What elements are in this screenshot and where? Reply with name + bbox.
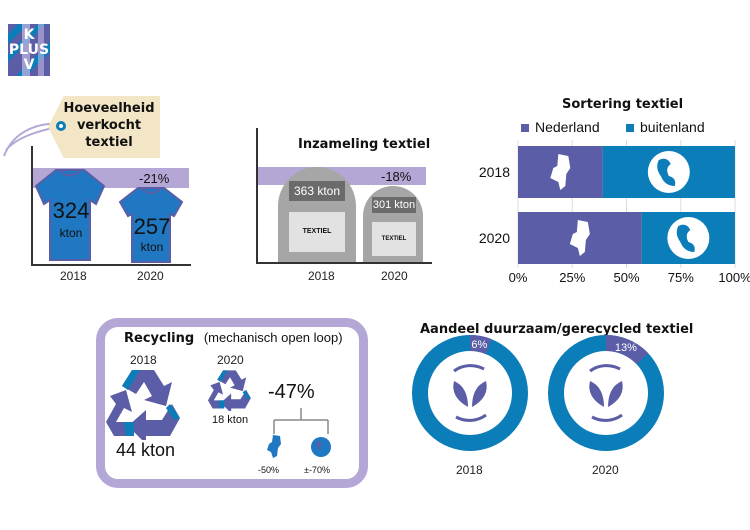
recycling-2018-value: 44 kton: [116, 440, 176, 460]
sorting-chart: 0% 25% 50% 75% 100% 2018 2020: [479, 140, 750, 285]
share-year-2020: 2020: [592, 463, 619, 477]
logo-plus: PLUS: [8, 42, 50, 58]
price-tag: [48, 96, 160, 158]
legend-label-buitenland: buitenland: [640, 119, 705, 135]
netherlands-map-icon: [550, 154, 571, 190]
globe-icon: [311, 437, 331, 457]
kplusv-logo: K PLUS V: [8, 24, 50, 76]
x-tick-label: 75%: [668, 270, 694, 285]
recycling-title: Recycling: [124, 331, 195, 346]
globe-continent-shape: [657, 158, 676, 186]
sold-title-line1: Hoeveelheid: [63, 101, 155, 116]
sold-x-axis: [31, 264, 191, 266]
legend-buitenland: buitenland: [626, 119, 705, 135]
recycling-subtitle: (mechanisch open loop): [203, 330, 343, 345]
donut-label-2018: 6%: [471, 339, 487, 351]
sold-title-line2: verkocht: [76, 118, 142, 133]
sold-2020-value: 257: [133, 214, 171, 239]
tag-hole-icon: [56, 121, 66, 131]
sold-2018-unit: kton: [59, 226, 83, 240]
sold-2020-unit: kton: [140, 240, 164, 254]
recycling-year-2020: 2020: [217, 353, 244, 367]
sold-year-2020: 2020: [137, 269, 164, 283]
globe-icon: [647, 151, 690, 193]
logo-v: V: [23, 57, 35, 73]
sold-change: -21%: [139, 171, 170, 186]
bin-2020-label: TEXTIEL: [372, 222, 416, 256]
cycle-arrow-icon: [589, 364, 621, 373]
sold-title-line3: textiel: [85, 135, 133, 150]
netherlands-icon: [267, 435, 281, 458]
sorting-title: Sortering textiel: [562, 97, 684, 112]
bin-2018-label: TEXTIEL: [289, 212, 345, 252]
share-year-2018: 2018: [456, 463, 483, 477]
globe-continent-shape: [676, 224, 695, 252]
recycling-change: -47%: [268, 381, 315, 403]
donut-share-2018: [469, 335, 492, 355]
collection-year-2018: 2018: [308, 269, 335, 283]
cycle-arrow-icon: [591, 413, 623, 422]
y-category-label: 2018: [479, 164, 510, 180]
legend-nederland: Nederland: [521, 119, 600, 135]
collection-x-axis: [256, 262, 432, 264]
sold-year-2018: 2018: [60, 269, 87, 283]
share-title: Aandeel duurzaam/gerecycled textiel: [420, 322, 694, 337]
recycling-year-2018: 2018: [130, 353, 157, 367]
breakdown-world: ±-70%: [304, 465, 330, 475]
leaf-icon: [589, 381, 623, 407]
collection-change: -18%: [381, 169, 412, 184]
tshirt-2018-icon: [34, 169, 106, 261]
collection-title: Inzameling textiel: [298, 137, 431, 152]
donut-label-2020: 13%: [615, 342, 637, 354]
donut-share-2020: [605, 335, 649, 365]
sold-2018-value: 324: [52, 198, 90, 223]
legend-label-nederland: Nederland: [535, 119, 600, 135]
cycle-arrow-icon: [455, 413, 487, 422]
globe-icon: [667, 217, 710, 259]
donut-remainder-2018: [412, 335, 528, 451]
recycle-2018-icon: [106, 370, 180, 440]
legend-swatch-buitenland: [626, 124, 634, 132]
y-category-label: 2020: [479, 230, 510, 246]
collection-y-axis: [256, 128, 258, 264]
recycle-2020-icon: [208, 370, 251, 411]
x-tick-label: 100%: [718, 270, 750, 285]
breakdown-connector: [273, 408, 329, 434]
leaf-icon: [453, 381, 487, 407]
recycling-heading: Recycling (mechanisch open loop): [124, 330, 343, 346]
netherlands-map-icon: [569, 220, 590, 256]
x-tick-label: 50%: [613, 270, 639, 285]
logo-k: K: [23, 27, 35, 43]
collection-2020-value: 301 kton: [372, 197, 416, 213]
collection-year-2020: 2020: [381, 269, 408, 283]
cycle-arrow-icon: [453, 364, 485, 373]
collection-2018-value: 363 kton: [289, 181, 345, 201]
sold-y-axis: [31, 146, 33, 266]
share-donut-charts: 6% 13%: [412, 335, 664, 451]
recycling-2020-value: 18 kton: [212, 414, 249, 426]
breakdown-nl: -50%: [258, 465, 280, 475]
legend-swatch-nederland: [521, 124, 529, 132]
sold-title: Hoeveelheid verkocht textiel: [62, 100, 156, 151]
x-tick-label: 0%: [509, 270, 528, 285]
x-tick-label: 25%: [559, 270, 585, 285]
tshirt-2020-icon: [118, 187, 184, 263]
